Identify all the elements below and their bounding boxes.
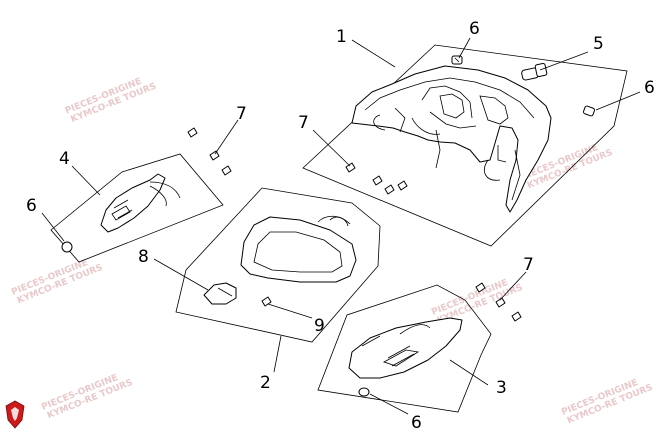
callout-1: 1 xyxy=(336,27,347,47)
group-outline-1 xyxy=(302,44,628,247)
leader-1 xyxy=(351,39,396,68)
callout-6-right: 6 xyxy=(644,78,655,98)
leader-6b xyxy=(595,91,641,111)
leader-8 xyxy=(153,258,209,291)
callout-9: 9 xyxy=(314,316,325,336)
leader-7c xyxy=(499,271,527,301)
leader-6d xyxy=(369,393,409,415)
leader-7b xyxy=(214,119,239,155)
leader-4 xyxy=(71,165,101,196)
callout-3: 3 xyxy=(496,378,507,398)
callout-2: 2 xyxy=(260,373,271,393)
watermark-group-3: PIECES-ORIGINE KYMCO-RE TOURS xyxy=(10,258,104,306)
leader-7a xyxy=(312,129,351,167)
part-clip-6a xyxy=(451,55,463,65)
part-left-signal xyxy=(100,173,181,233)
part-screw-group-4 xyxy=(187,127,232,176)
callout-4: 4 xyxy=(59,149,70,169)
callout-6-top: 6 xyxy=(469,19,480,39)
callout-8: 8 xyxy=(138,247,149,267)
callout-7-left: 7 xyxy=(236,104,247,124)
part-screw-group-1 xyxy=(345,162,408,195)
leader-6c xyxy=(41,212,65,242)
leader-2 xyxy=(273,335,282,373)
callout-7-center: 7 xyxy=(298,113,309,133)
watermark-group-5: PIECES-ORIGINE KYMCO-RE TOURS xyxy=(40,373,134,421)
part-right-signal xyxy=(348,317,463,379)
group-outline-3 xyxy=(317,284,492,413)
callout-numbers: 1 6 5 6 7 7 4 6 8 9 2 7 3 6 xyxy=(26,19,655,433)
part-screw-group-3 xyxy=(475,282,522,322)
callout-5: 5 xyxy=(593,34,604,54)
leader-3 xyxy=(449,359,489,386)
callout-6-bottom: 6 xyxy=(411,413,422,433)
leader-9 xyxy=(267,303,313,319)
part-clip-6c xyxy=(61,241,73,253)
watermark-group-6: PIECES-ORIGINE KYMCO-RE TOURS xyxy=(560,378,654,426)
leader-6a xyxy=(458,37,471,59)
part-clip-6d xyxy=(358,387,370,397)
part-screw-9 xyxy=(261,296,272,307)
part-bulb-8 xyxy=(203,282,237,305)
group-outline-4 xyxy=(50,153,224,263)
leader-lines xyxy=(41,37,641,415)
part-clip-6b xyxy=(582,105,596,117)
callout-6-left: 6 xyxy=(26,196,37,216)
group-outline-2 xyxy=(175,187,381,343)
brand-shield-logo xyxy=(5,400,25,429)
part-rear-housing xyxy=(351,65,552,213)
leader-5 xyxy=(539,51,589,71)
part-tail-lamp xyxy=(240,215,357,283)
callout-7-right: 7 xyxy=(523,255,534,275)
part-bulb-5 xyxy=(521,62,548,81)
watermark-group: PIECES-ORIGINE KYMCO-RE TOURS xyxy=(64,77,158,125)
